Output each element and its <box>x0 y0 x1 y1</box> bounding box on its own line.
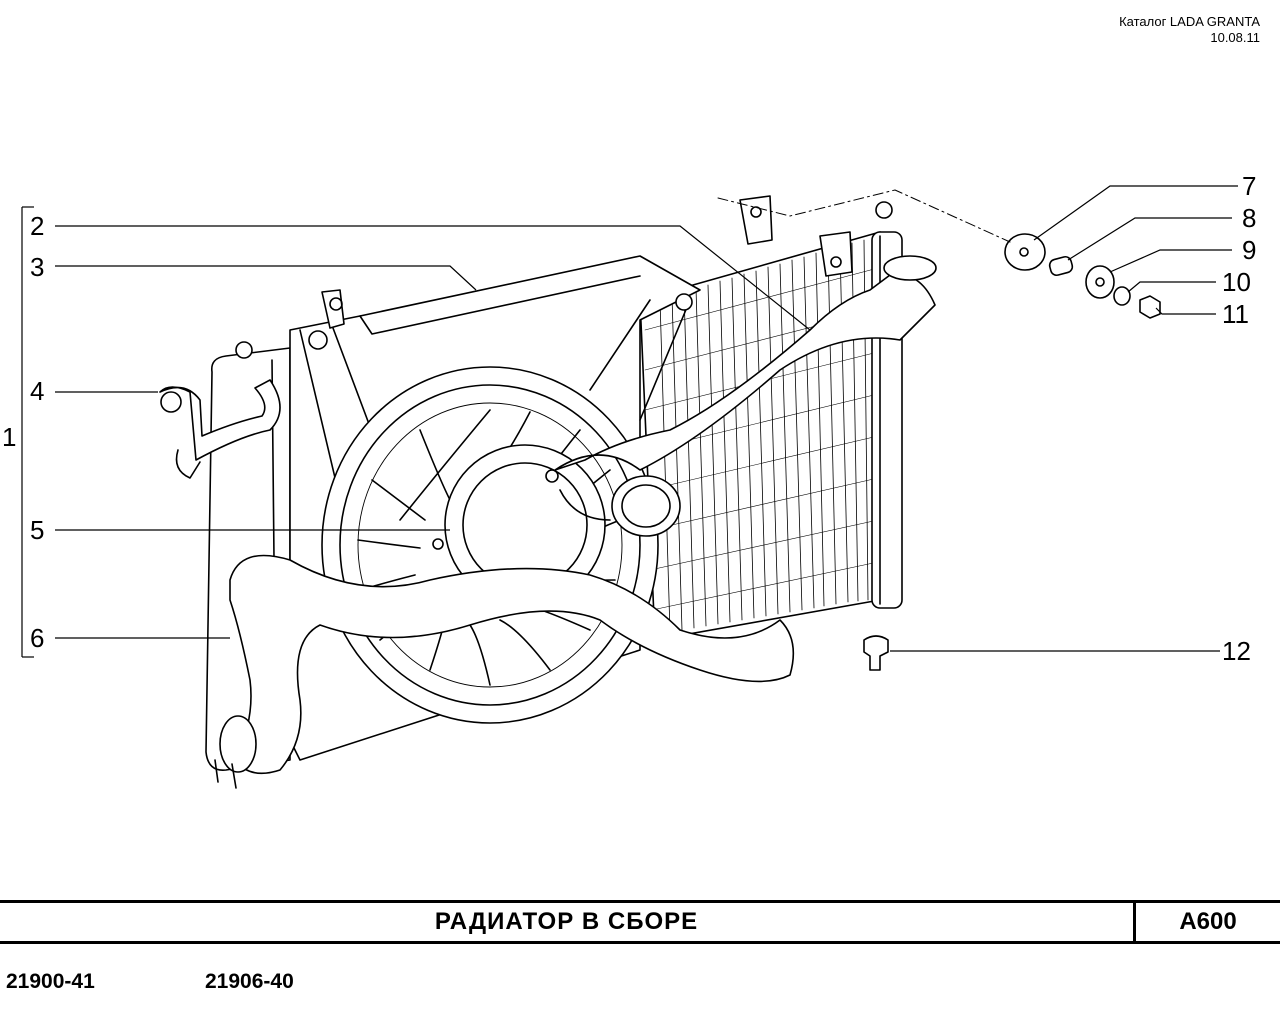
callout-11: 11 <box>1222 299 1249 329</box>
callout-3: 3 <box>30 252 44 282</box>
overflow-hose <box>159 379 281 479</box>
cooling-fan <box>321 366 659 724</box>
lower-hose <box>214 554 795 789</box>
catalog-header: Каталог LADA GRANTA 10.08.11 <box>1119 14 1260 46</box>
leader-lines <box>21 185 1238 658</box>
callout-6: 6 <box>30 623 44 653</box>
catalog-name: Каталог LADA GRANTA <box>1119 14 1260 29</box>
mounting-hardware <box>863 233 1161 671</box>
callout-9: 9 <box>1242 235 1256 265</box>
callout-7: 7 <box>1242 171 1256 201</box>
callout-12: 12 <box>1222 636 1251 666</box>
model-code-1: 21900-41 <box>6 970 95 993</box>
catalog-date: 10.08.11 <box>1210 30 1260 45</box>
callout-1: 1 <box>2 422 16 452</box>
radiator-assembly-drawing: 1 2 3 4 5 6 7 8 9 10 11 12 <box>2 171 1256 789</box>
upper-hose <box>554 255 937 537</box>
page-title: РАДИАТОР В СБОРЕ <box>434 908 699 935</box>
title-block: РАДИАТОР В СБОРЕ A600 <box>0 900 1280 944</box>
callout-10: 10 <box>1222 267 1251 297</box>
page-code: A600 <box>1133 903 1280 941</box>
callout-8: 8 <box>1242 203 1256 233</box>
model-code-2: 21906-40 <box>205 970 294 993</box>
callout-2: 2 <box>30 211 44 241</box>
callout-4: 4 <box>30 376 44 406</box>
callout-5: 5 <box>30 515 44 545</box>
